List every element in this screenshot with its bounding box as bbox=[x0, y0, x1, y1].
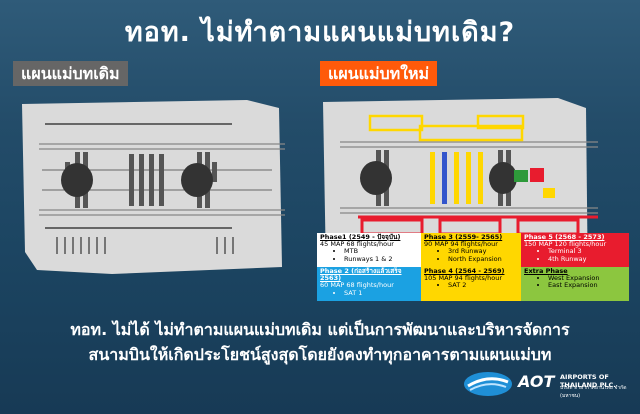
company-name-en: AIRPORTS OF THAILAND PLC. bbox=[560, 373, 616, 389]
extra-item: West Expansion bbox=[548, 274, 626, 282]
caption-line-2: สนามบินให้เกิดประโยชน์สูงสุดโดยยังคงทำทุ… bbox=[88, 345, 552, 364]
phase3-title: Phase 3 (2559- 2565) bbox=[424, 233, 503, 241]
phase2-title: Phase 2 (ก่อสร้างแล้วเสร็จ 2563) bbox=[320, 267, 402, 283]
phase-legend: Phase1 (2549 - ปัจจุบัน) 45 MAP 68 fligh… bbox=[317, 233, 629, 301]
phase5-line: 150 MAP 120 flights/hour bbox=[524, 240, 607, 249]
company-name-th: บริษัท ท่าอากาศยานไทย จำกัด (มหาชน) bbox=[560, 385, 627, 399]
aot-logo-text: AOT bbox=[518, 372, 555, 391]
phase2-line: 60 MAP 68 flights/hour bbox=[320, 281, 394, 290]
phase1-title: Phase1 (2549 - ปัจจุบัน) bbox=[320, 233, 401, 241]
caption-line-1: ทอท. ไม่ได้ ไม่ทำตามแผนแม่บทเดิม แต่เป็น… bbox=[70, 320, 570, 339]
phase5-item: 4th Runway bbox=[548, 255, 626, 263]
phase1-item: Runways 1 & 2 bbox=[344, 255, 418, 263]
phase4-line: 105 MAP 94 flights/hour bbox=[424, 274, 503, 283]
phase3-item: North Expansion bbox=[448, 255, 518, 263]
phase5-title: Phase 5 (2568 - 2573) bbox=[524, 233, 605, 241]
phase3-item: 3rd Runway bbox=[448, 248, 518, 255]
legend-extra-phase: Extra Phase West Expansion East Expansio… bbox=[521, 267, 629, 301]
phase1-item: MTB bbox=[344, 248, 418, 255]
phase3-line: 90 MAP 94 flights/hour bbox=[424, 240, 498, 249]
phase4-title: Phase 4 (2564 - 2569) bbox=[424, 267, 505, 275]
legend-phase3: Phase 3 (2559- 2565) 90 MAP 94 flights/h… bbox=[421, 233, 521, 267]
extra-item: East Expansion bbox=[548, 282, 626, 289]
legend-phase2: Phase 2 (ก่อสร้างแล้วเสร็จ 2563) 60 MAP … bbox=[317, 267, 421, 301]
phase1-line: 45 MAP 68 flights/hour bbox=[320, 240, 394, 249]
phase4-item: SAT 2 bbox=[448, 282, 518, 289]
phase5-item: Terminal 3 bbox=[548, 248, 626, 255]
extra-title: Extra Phase bbox=[524, 267, 568, 275]
old-plan-label: แผนแม่บทเดิม bbox=[13, 61, 128, 86]
page-title: ทอท. ไม่ทำตามแผนแม่บทเดิม? bbox=[124, 17, 516, 48]
legend-phase4: Phase 4 (2564 - 2569) 105 MAP 94 flights… bbox=[421, 267, 521, 301]
aot-logo-icon bbox=[464, 372, 512, 396]
legend-phase5: Phase 5 (2568 - 2573) 150 MAP 120 flight… bbox=[521, 233, 629, 267]
phase2-item: SAT 1 bbox=[344, 289, 418, 297]
new-plan-label: แผนแม่บทใหม่ bbox=[320, 61, 438, 86]
legend-phase1: Phase1 (2549 - ปัจจุบัน) 45 MAP 68 fligh… bbox=[317, 233, 421, 267]
old-masterplan-map bbox=[22, 100, 285, 274]
